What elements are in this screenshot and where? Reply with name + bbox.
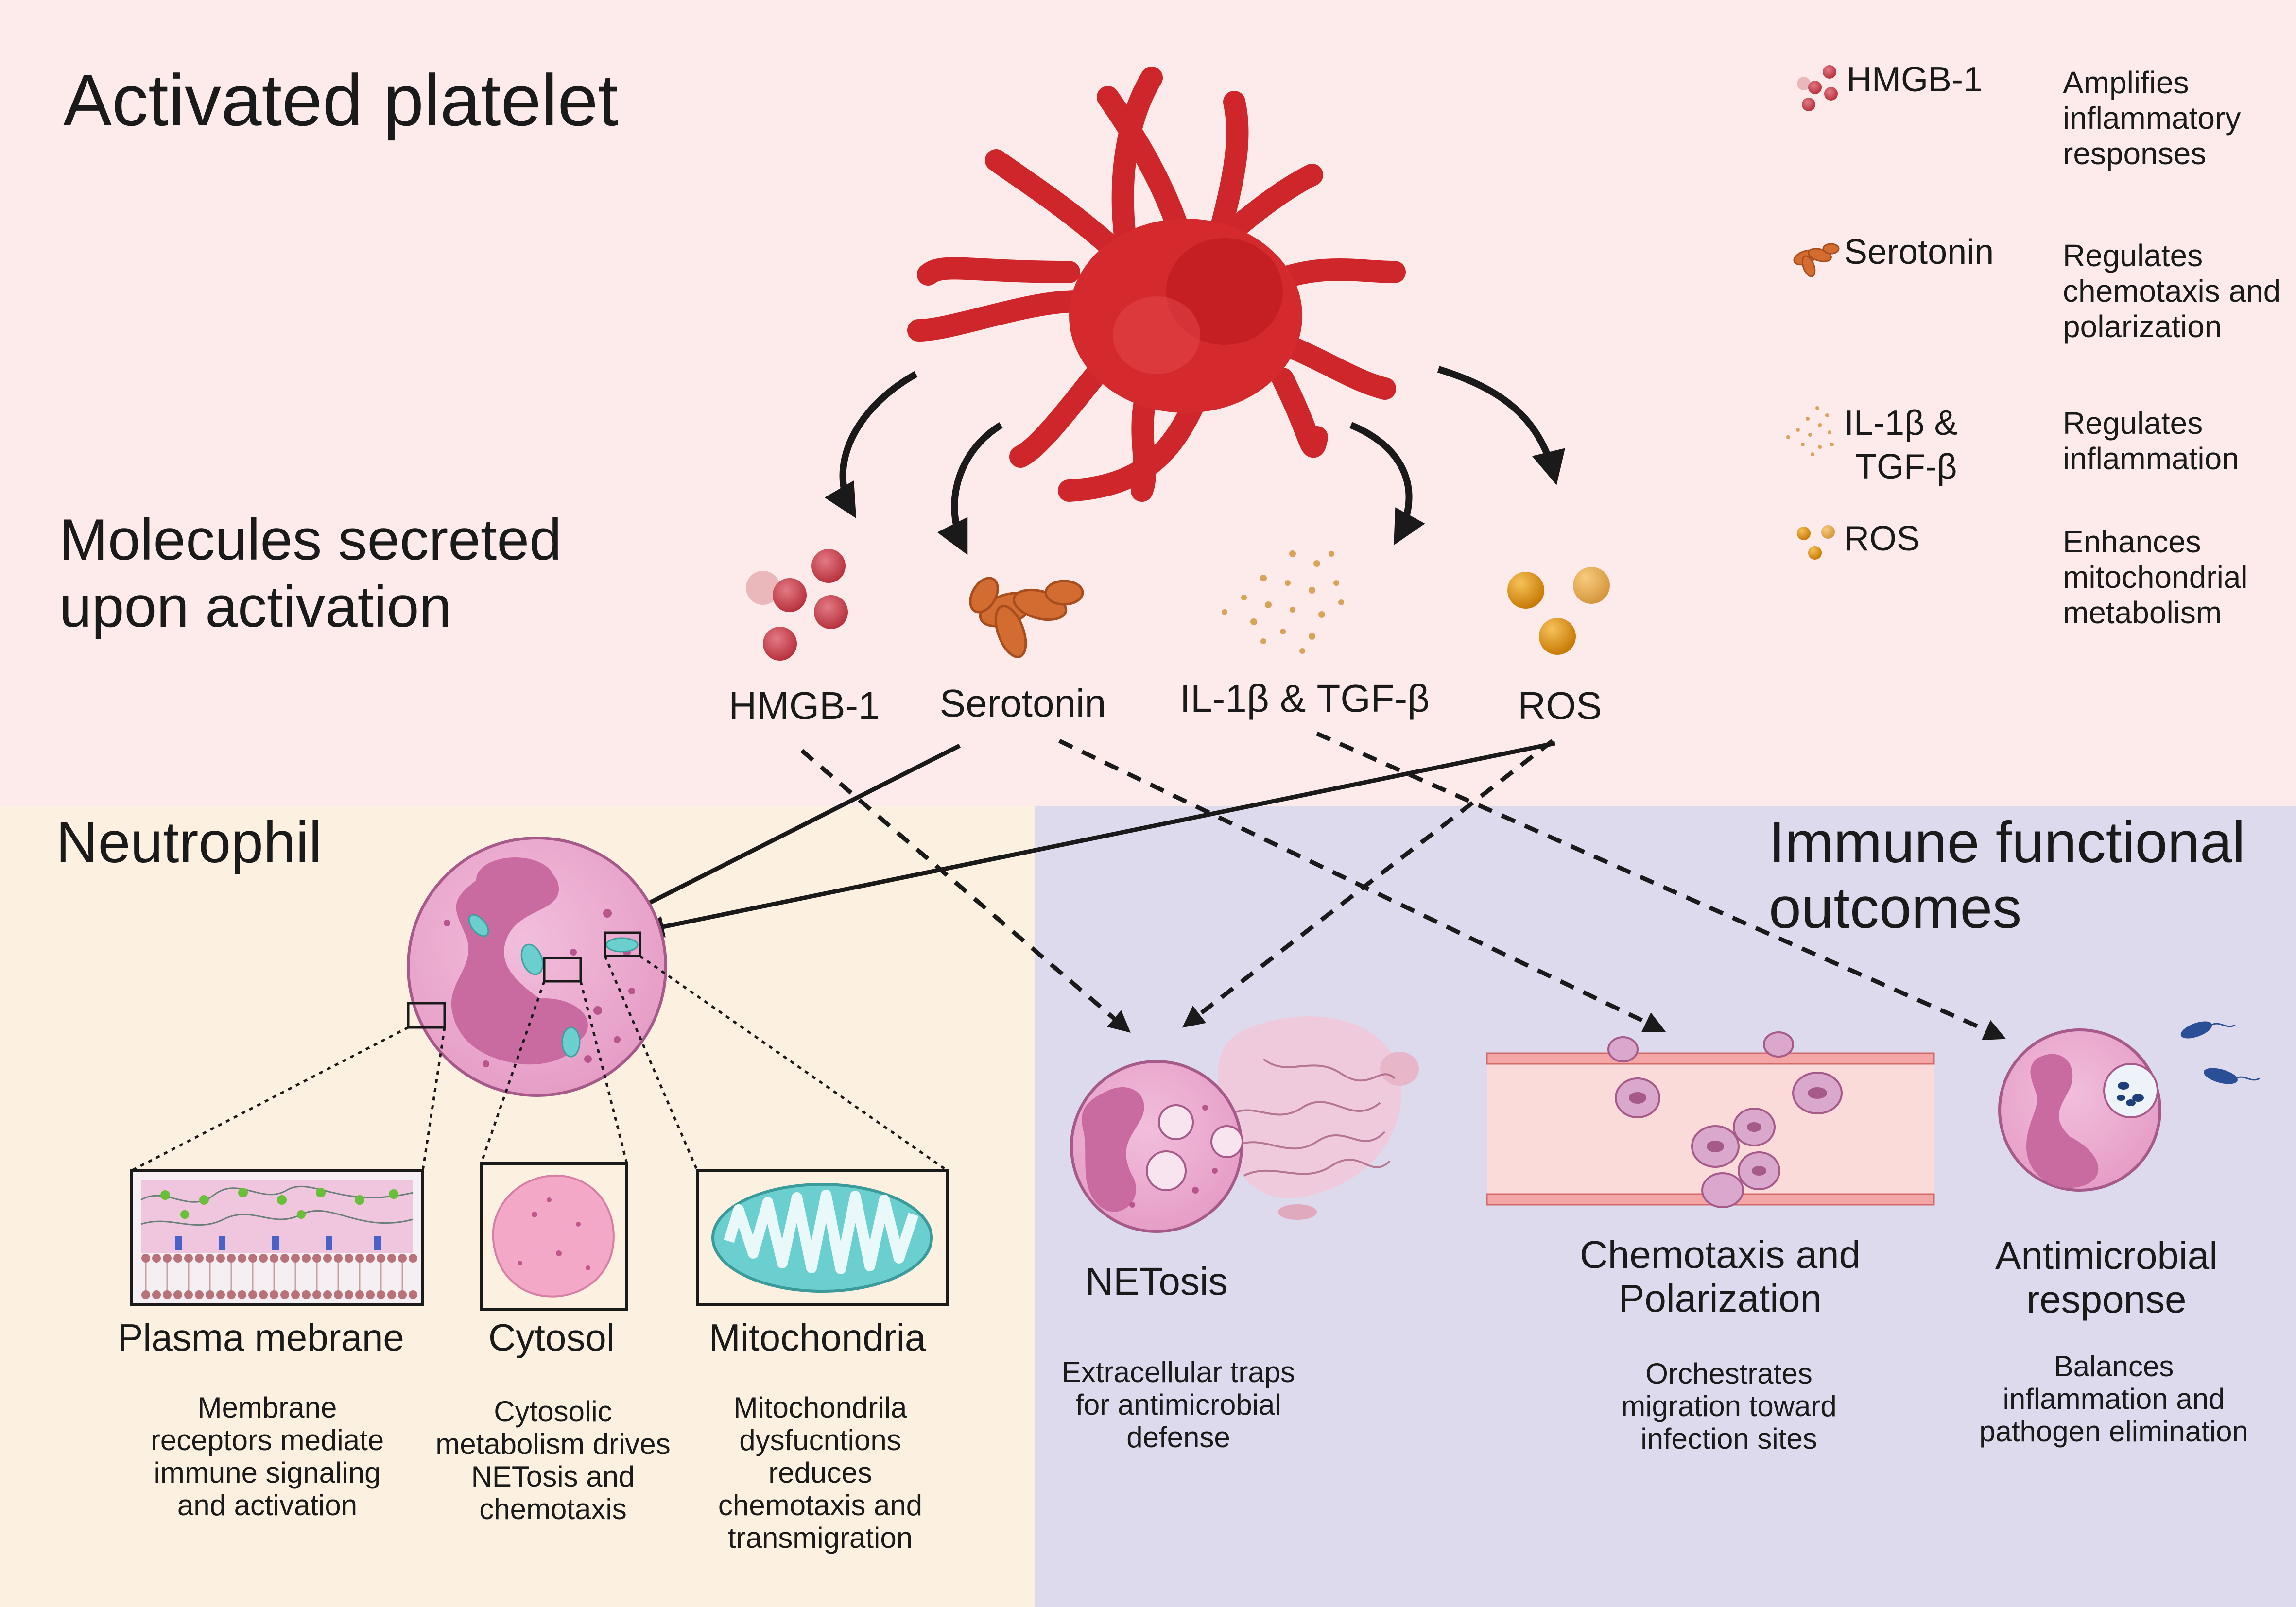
- outcome-desc: Extracellular traps: [1062, 1356, 1295, 1388]
- outcome-desc: Orchestrates: [1645, 1357, 1812, 1390]
- molecules-subtitle-line2: upon activation: [59, 574, 451, 639]
- compartment-label: Plasma mebrane: [118, 1316, 404, 1359]
- legend-desc-line: Regulates: [2063, 238, 2203, 273]
- legend-desc-line: chemotaxis and: [2063, 274, 2280, 308]
- molecules-subtitle-line1: Molecules secreted: [59, 507, 562, 572]
- serotonin-granules: [969, 577, 1084, 658]
- outcome-desc: migration toward: [1621, 1390, 1837, 1422]
- compartment-desc: receptors mediate: [151, 1424, 384, 1456]
- cytokine-dots-icon: [1786, 406, 1834, 456]
- legend-name-line: IL-1β &: [1844, 404, 1958, 443]
- compartment-desc: and activation: [177, 1489, 357, 1522]
- legend-name: HMGB-1: [1847, 60, 1983, 99]
- compartment-desc: Membrane: [198, 1391, 337, 1424]
- compartment-desc: Cytosolic: [494, 1395, 612, 1428]
- legend-desc-line: inflammatory: [2063, 101, 2241, 136]
- neutrophil-input-arrows: [591, 741, 1555, 938]
- legend-name-line: TGF-β: [1855, 447, 1957, 486]
- legend-desc-line: Regulates: [2063, 406, 2203, 441]
- legend-desc-line: responses: [2063, 136, 2206, 171]
- outcome-desc: infection sites: [1640, 1422, 1817, 1455]
- outcomes-title-line2: outcomes: [1769, 875, 2021, 940]
- mitochondria-box: [696, 1169, 949, 1306]
- legend-desc-line: mitochondrial: [2063, 560, 2248, 595]
- compartment-desc: chemotaxis: [479, 1493, 626, 1525]
- outcomes-title-line1: Immune functional: [1769, 810, 2245, 875]
- compartment-desc: dysfucntions: [739, 1424, 901, 1456]
- outcome-desc: Balances: [2054, 1350, 2174, 1383]
- compartment-desc: metabolism drives: [435, 1428, 671, 1460]
- secretion-arrows: [824, 366, 1565, 555]
- label-il1b-tgfb: IL-1β & TGF-β: [1180, 677, 1430, 720]
- compartment-desc: reduces: [768, 1456, 872, 1489]
- compartment-desc: Mitochondrila: [734, 1391, 907, 1424]
- outcome-label: Antimicrobial: [1995, 1234, 2218, 1277]
- outcome-label: NETosis: [1085, 1260, 1227, 1303]
- neutrophil-cell: [407, 837, 667, 1097]
- label-serotonin: Serotonin: [940, 682, 1106, 725]
- legend-desc-line: Amplifies: [2063, 65, 2189, 100]
- neutrophil-title: Neutrophil: [56, 810, 322, 875]
- platelet-title: Activated platelet: [63, 59, 618, 141]
- ros-spheres-icon: [1797, 525, 1835, 560]
- compartment-label: Cytosol: [488, 1316, 615, 1359]
- legend: HMGB-1 Amplifies inflammatory responses …: [1786, 60, 2280, 630]
- zoom-lines: [130, 955, 949, 1172]
- outcome-desc: for antimicrobial: [1075, 1388, 1281, 1421]
- activated-platelet-illustration: [907, 67, 1406, 502]
- legend-name: Serotonin: [1844, 233, 1994, 272]
- compartment-desc: chemotaxis and: [718, 1489, 922, 1522]
- hmgb1-cluster-icon: [1797, 65, 1838, 111]
- outcome-dashed-arrows: [800, 731, 2006, 1040]
- outcome-desc: defense: [1126, 1421, 1230, 1453]
- serotonin-granule-icon: [1793, 243, 1840, 277]
- outcomes-panel: [1035, 806, 2296, 1607]
- outcome-label: response: [2026, 1278, 2186, 1321]
- compartment-desc: immune signaling: [154, 1456, 381, 1489]
- hmgb1-molecules: [746, 549, 848, 661]
- legend-name: ROS: [1844, 519, 1920, 558]
- compartment-label: Mitochondria: [709, 1316, 926, 1359]
- cytosol-box: [480, 1162, 628, 1311]
- compartment-desc: transmigration: [728, 1522, 913, 1554]
- compartment-desc: NETosis and: [471, 1460, 635, 1493]
- antimicrobial-illustration: [1998, 1021, 2260, 1192]
- outcome-desc: inflammation and: [2003, 1383, 2225, 1415]
- chemotaxis-vessel-illustration: [1486, 1031, 1935, 1208]
- outcome-label: Polarization: [1619, 1277, 1822, 1320]
- ros-spheres: [1507, 567, 1610, 655]
- legend-desc-line: Enhances: [2063, 524, 2201, 559]
- plasma-membrane-box: [130, 1169, 424, 1306]
- legend-desc-line: polarization: [2063, 309, 2222, 344]
- outcome-desc: pathogen elimination: [1979, 1415, 2248, 1448]
- outcome-label: Chemotaxis and: [1580, 1233, 1861, 1276]
- cytokine-dots: [1222, 550, 1344, 654]
- label-hmgb1: HMGB-1: [728, 684, 880, 727]
- label-ros: ROS: [1518, 684, 1602, 727]
- legend-desc-line: metabolism: [2063, 595, 2222, 630]
- legend-desc-line: inflammation: [2063, 441, 2239, 476]
- netosis-illustration: [1070, 1016, 1419, 1233]
